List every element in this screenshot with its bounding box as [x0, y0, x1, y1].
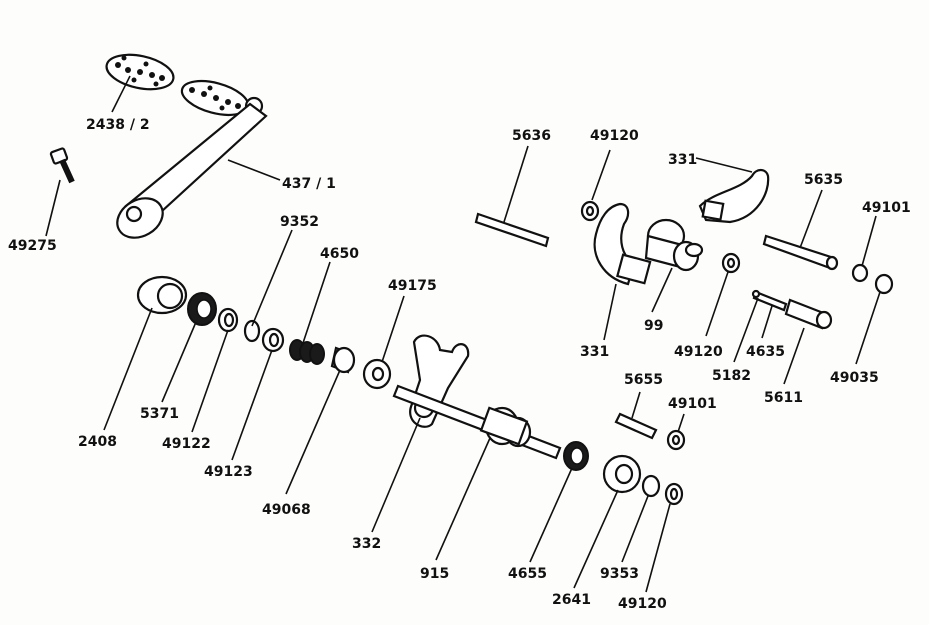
label-9353: 9353 [600, 566, 639, 582]
label-437: 437 / 1 [282, 176, 336, 192]
washer-49175 [362, 358, 392, 390]
label-332: 332 [352, 536, 381, 552]
nut-49035 [874, 273, 894, 295]
label-5655: 5655 [624, 372, 663, 388]
label-2438: 2438 / 2 [86, 117, 150, 133]
label-5636: 5636 [512, 128, 551, 144]
label-331-upper: 331 [668, 152, 697, 168]
label-49122: 49122 [162, 436, 211, 452]
pin-5636 [474, 212, 550, 248]
kickstart-lever [116, 102, 268, 239]
label-5635: 5635 [804, 172, 843, 188]
label-5611: 5611 [764, 390, 803, 406]
label-4650: 4650 [320, 246, 359, 262]
pawl-331-upper [698, 168, 770, 224]
shift-shaft-915 [392, 384, 562, 460]
bolt-49275 [49, 147, 75, 184]
label-49175: 49175 [388, 278, 437, 294]
ring-9352 [243, 319, 261, 343]
pawl-331-lower [593, 202, 652, 286]
label-9352: 9352 [280, 214, 319, 230]
label-49275: 49275 [8, 238, 57, 254]
label-915: 915 [420, 566, 449, 582]
pin-5635 [762, 234, 839, 271]
seal-5371 [187, 292, 217, 326]
label-5371: 5371 [140, 406, 179, 422]
label-49120-top: 49120 [590, 128, 639, 144]
part-labels: 2438 / 2 437 / 1 49275 9352 4650 49175 2… [8, 117, 911, 612]
label-49035: 49035 [830, 370, 879, 386]
label-49068: 49068 [262, 502, 311, 518]
label-49101-lower: 49101 [668, 396, 717, 412]
washer-49120a [580, 200, 600, 222]
washer-49120b [721, 252, 741, 274]
label-2408: 2408 [78, 434, 117, 450]
shaft-5611 [784, 298, 833, 330]
label-2641: 2641 [552, 592, 591, 608]
washer-49122 [217, 307, 239, 333]
label-49123: 49123 [204, 464, 253, 480]
collar-2641 [602, 454, 642, 494]
washer-49101b [666, 429, 686, 451]
label-49101-right: 49101 [862, 200, 911, 216]
pin-5182 [751, 289, 788, 312]
washer-49120c [664, 482, 684, 506]
ratchet-99 [644, 218, 704, 272]
label-5182: 5182 [712, 368, 751, 384]
label-4635: 4635 [746, 344, 785, 360]
label-99: 99 [644, 318, 663, 334]
sleeve-49068 [330, 346, 356, 374]
ring-9353 [641, 474, 661, 498]
label-4655: 4655 [508, 566, 547, 582]
label-49120-bottom: 49120 [618, 596, 667, 612]
label-49120-middle: 49120 [674, 344, 723, 360]
spring-4655 [563, 441, 589, 471]
bushing-2408 [136, 275, 188, 315]
washer-49101a [851, 263, 869, 283]
washer-49123 [261, 327, 285, 353]
pin-5655 [614, 412, 658, 440]
footrest-rubber-left [105, 53, 175, 91]
leader-lines [45, 75, 881, 593]
label-331-lower: 331 [580, 344, 609, 360]
spring-4650 [289, 339, 325, 365]
